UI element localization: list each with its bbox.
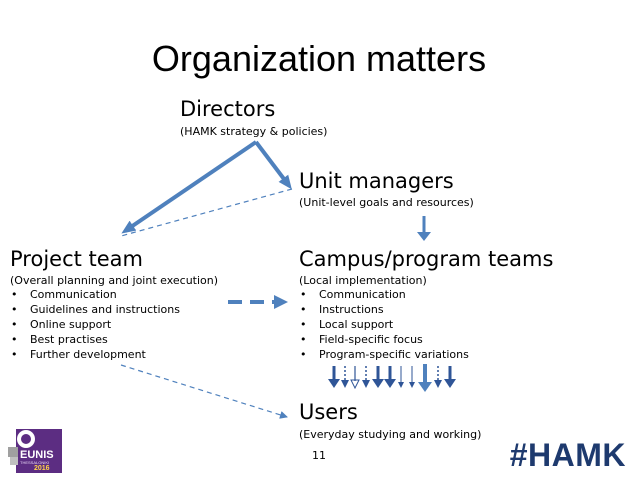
down-arrow	[418, 364, 432, 392]
campus-teams-subtitle: (Local implementation)	[299, 274, 427, 287]
directors-subtitle: (HAMK strategy & policies)	[180, 125, 328, 138]
down-arrow	[328, 366, 340, 388]
list-item: Field-specific focus	[299, 332, 549, 347]
list-item: Guidelines and instructions	[10, 302, 260, 317]
down-arrows-row	[328, 364, 456, 392]
arrow-directors-to-unit-managers	[254, 140, 292, 190]
hamk-logo: #HAMK	[509, 437, 626, 473]
down-arrow	[434, 366, 442, 388]
campus-teams-heading: Campus/program teams	[299, 247, 554, 271]
project-team-list: Communication Guidelines and instruction…	[10, 287, 260, 362]
page-number: 11	[312, 449, 326, 462]
down-arrow	[398, 366, 404, 388]
arrowhead-project-to-campus	[274, 295, 288, 309]
list-item: Best practises	[10, 332, 260, 347]
eunis-logo-year: 2016	[34, 465, 50, 472]
users-subtitle: (Everyday studying and working)	[299, 428, 482, 441]
eunis-logo: EUNIS THESSALONIKI 2016	[6, 427, 68, 475]
down-arrow	[362, 366, 370, 388]
unit-managers-heading: Unit managers	[299, 169, 454, 193]
down-arrow	[372, 366, 384, 388]
list-item: Instructions	[299, 302, 549, 317]
eunis-logo-graphic	[6, 427, 68, 475]
list-item: Further development	[10, 347, 260, 362]
list-item: Local support	[299, 317, 549, 332]
down-arrow	[444, 366, 456, 388]
unit-managers-subtitle: (Unit-level goals and resources)	[299, 196, 474, 209]
eunis-logo-subtext: THESSALONIKI	[20, 460, 50, 465]
project-team-heading: Project team	[10, 247, 144, 271]
down-arrow	[409, 366, 415, 388]
list-item: Communication	[10, 287, 260, 302]
down-arrow	[384, 366, 396, 388]
arrow-project-to-users	[120, 364, 288, 419]
down-arrow	[341, 366, 349, 388]
down-arrow	[350, 366, 360, 390]
list-item: Communication	[299, 287, 549, 302]
campus-teams-list: Communication Instructions Local support…	[299, 287, 549, 362]
directors-heading: Directors	[180, 97, 276, 121]
project-team-subtitle: (Overall planning and joint execution)	[10, 274, 219, 287]
users-heading: Users	[299, 400, 358, 424]
arrowhead-unit-managers-to-campus	[417, 232, 431, 241]
list-item: Online support	[10, 317, 260, 332]
arrow-directors-to-project-team	[121, 140, 258, 234]
eunis-logo-text: EUNIS	[20, 449, 54, 461]
slide-title: Organization matters	[151, 38, 487, 79]
arrow-unit-managers-to-project-team	[120, 188, 293, 237]
list-item: Program-specific variations	[299, 347, 549, 362]
